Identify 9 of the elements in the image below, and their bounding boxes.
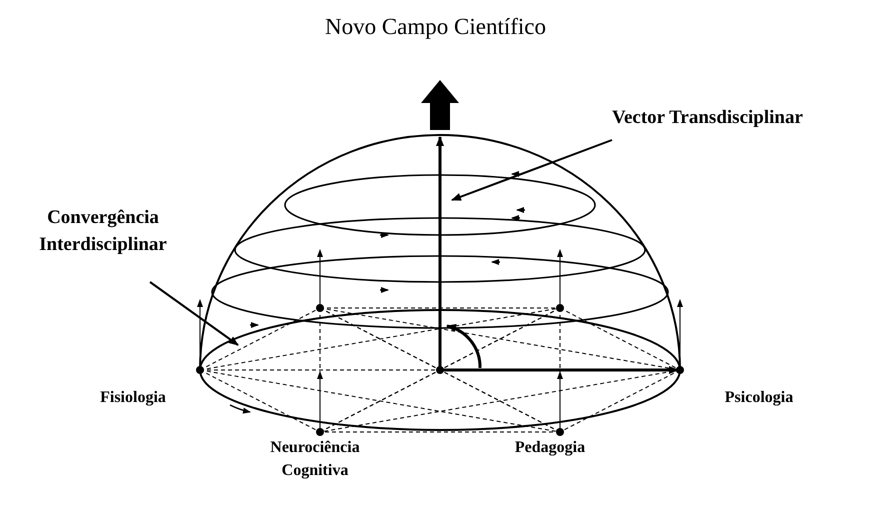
point-label: Psicologia (724, 388, 794, 408)
point-label: Neurociência Cognitiva (269, 438, 361, 481)
point-label: Fisiologia (99, 388, 167, 408)
leader-line (149, 281, 239, 346)
callout-label: Vector Transdisciplinar (612, 107, 803, 128)
title: Novo Campo Científico (324, 14, 548, 40)
callout-label: Convergência Interdisciplinar (39, 207, 167, 255)
point-label: Pedagogia (514, 438, 586, 458)
leader-line (451, 139, 612, 201)
